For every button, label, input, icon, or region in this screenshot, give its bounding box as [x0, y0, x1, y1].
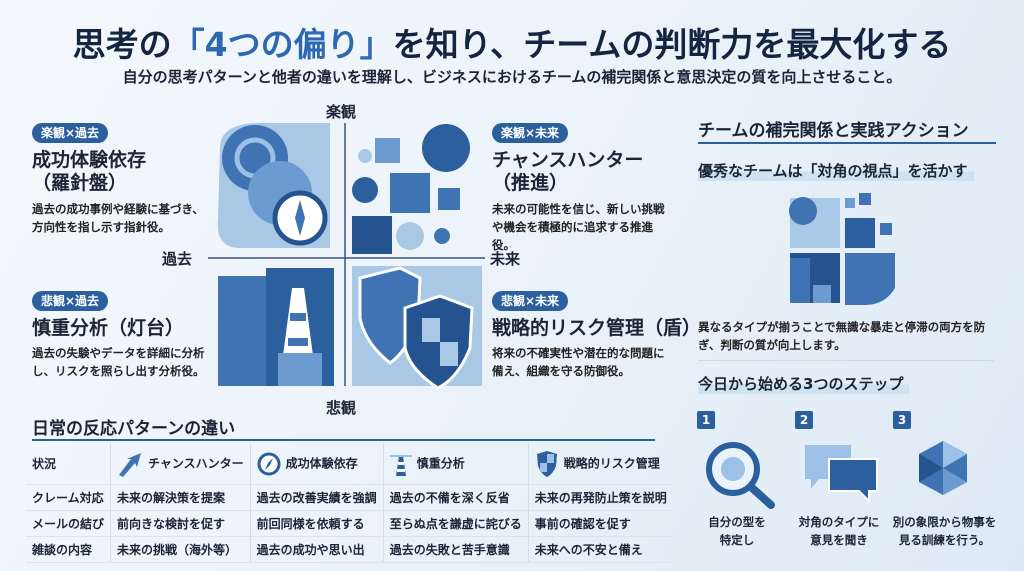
- lighthouse-icon: [389, 454, 412, 476]
- magnifier-brain-icon: [706, 442, 775, 509]
- axis-label-bottom: 悲観: [326, 399, 357, 417]
- step-text: 対角のタイプに意見を聞き: [798, 515, 880, 547]
- step-3: 3 別の象限から物事を見る訓練を行う。: [893, 411, 996, 547]
- quadrant-title: 慎重分析（灯台）: [32, 317, 185, 339]
- compass-icon: [217, 123, 330, 248]
- diagonal-subheading: 優秀なチームは「対角の視点」を活かす: [698, 160, 974, 181]
- step-1: 1 自分の型を特定し: [697, 411, 775, 547]
- divider: [32, 439, 655, 441]
- quadrant-desc: 将来の不確実性や潜在的な問題に備え、組織を守る防御役。: [492, 346, 665, 378]
- quadrant-pessimism-past: 悲観×過去 慎重分析（灯台） 過去の失験やデータを詳細に分析し、リスクを照らし出…: [32, 290, 212, 380]
- shield-icon: [536, 450, 557, 477]
- quadrant-tag: 悲観×未来: [492, 291, 569, 311]
- quadrant-tag: 楽観×過去: [32, 123, 109, 143]
- header-careful-analysis: 慎重分析: [382, 444, 529, 485]
- shield-icon: [352, 266, 482, 390]
- header-chance-hunter: チャンスハンター: [110, 444, 251, 485]
- shapes-icon: [352, 124, 470, 254]
- team-puzzle-icon: [789, 193, 895, 305]
- reaction-table: 状況 チャンスハンター 成功体験依存 慎重分析 戦略的リスク管理 クレーム対応未…: [26, 444, 673, 563]
- quadrant-title: 戦略的リスク管理（盾）: [492, 317, 702, 339]
- divider: [698, 360, 994, 361]
- quadrant-tag: 悲観×過去: [32, 291, 109, 311]
- step-number: 3: [893, 411, 911, 429]
- divider: [698, 142, 996, 144]
- table-title: 日常の反応パターンの違い: [32, 419, 236, 439]
- page-subtitle: 自分の思考パターンと他者の違いを理解し、ビジネスにおけるチームの補完関係と意思決…: [122, 68, 902, 86]
- quadrant-title: チャンスハンター: [492, 149, 644, 171]
- header-risk-management: 戦略的リスク管理: [527, 444, 673, 485]
- header-situation: 状況: [26, 444, 111, 485]
- quadrant-title-sub: （推進）: [492, 172, 569, 194]
- quadrant-illustration: [208, 123, 485, 390]
- header-success-dependence: 成功体験依存: [249, 444, 384, 485]
- quadrant-optimism-future: 楽観×未来 チャンスハンター （推進） 未来の可能性を信じ、新しい挑戦や機会を積…: [492, 122, 674, 254]
- quadrant-title: 成功体験依存: [32, 149, 147, 171]
- quadrant-title-sub: （羅針盤）: [32, 172, 128, 194]
- axis-label-right: 未来: [490, 250, 521, 268]
- table-row: 雑談の内容未来の挑戦（海外等）過去の成功や思い出過去の失敗と苦手意識未来への不安…: [26, 536, 673, 563]
- quadrant-pessimism-future: 悲観×未来 戦略的リスク管理（盾） 将来の不確実性や潜在的な問題に備え、組織を守…: [492, 290, 702, 380]
- step-text: 別の象限から物事を見る訓練を行う。: [892, 515, 997, 547]
- hexagon-icon: [919, 441, 967, 495]
- step-number: 2: [795, 411, 813, 429]
- quadrant-optimism-past: 楽観×過去 成功体験依存 （羅針盤） 過去の成功事例や経験に基づき、方向性を指し…: [32, 122, 212, 236]
- right-heading: チームの補完関係と実践アクション: [698, 121, 969, 141]
- quadrant-desc: 過去の失験やデータを詳細に分析し、リスクを照らし出す分析役。: [32, 346, 205, 378]
- step-2: 2 対角のタイプに意見を聞き: [795, 411, 879, 547]
- axis-label-left: 過去: [162, 250, 193, 268]
- step-text: 自分の型を特定し: [708, 515, 766, 547]
- arrows-icon: [119, 452, 142, 477]
- quadrant-desc: 未来の可能性を信じ、新しい挑戦や機会を積極的に追求する推進役。: [492, 202, 665, 252]
- diagonal-desc: 異なるタイプが揃うことで無識な暴走と停滞の両方を防ぎ、判断の質が向上します。: [698, 320, 986, 352]
- axis-label-top: 楽観: [326, 103, 357, 121]
- table-row: メールの結び前向きな検討を促す前回同様を依頼する至らぬ点を謙虚に詫びる事前の確認…: [26, 510, 673, 537]
- compass-icon: [257, 452, 281, 476]
- table-header-row: 状況 チャンスハンター 成功体験依存 慎重分析 戦略的リスク管理: [26, 444, 673, 485]
- table-row: クレーム対応未来の解決策を提案過去の改善実績を強調過去の不備を深く反省未来の再発…: [26, 484, 673, 511]
- quadrant-tag: 楽観×未来: [492, 123, 569, 143]
- step-number: 1: [697, 411, 715, 429]
- speech-bubbles-icon: [805, 445, 878, 504]
- steps-heading: 今日から始める3つのステップ: [698, 373, 910, 394]
- page-title: 思考の「4つの偏り」を知り、チームの判断力を最大化する: [72, 25, 952, 64]
- quadrant-desc: 過去の成功事例や経験に基づき、方向性を指し示す指針役。: [32, 202, 204, 234]
- lighthouse-icon: [218, 268, 334, 386]
